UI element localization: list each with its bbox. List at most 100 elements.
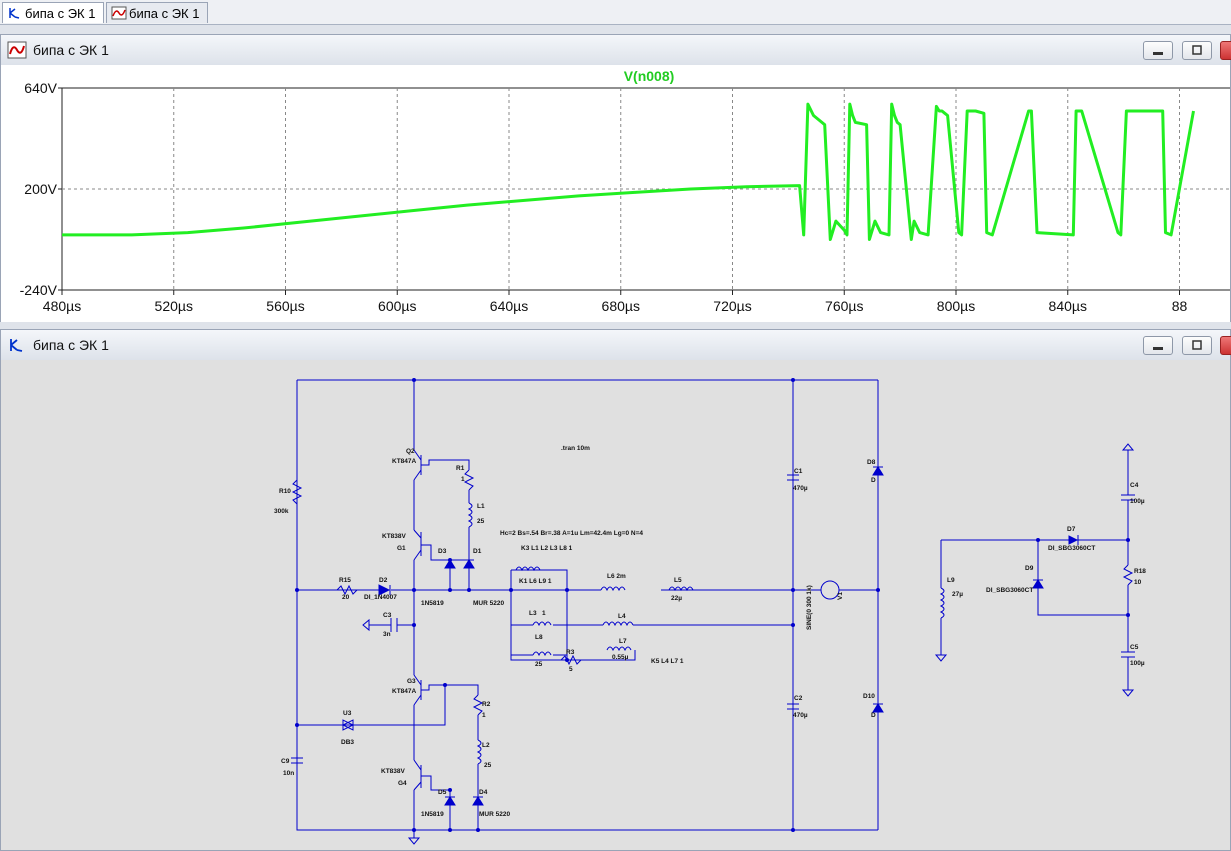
component-label[interactable]: SINE(0 300 1k) [806,585,813,630]
tab-waveform[interactable]: бипа с ЭК 1 [106,2,208,23]
close-button[interactable] [1220,336,1231,355]
component-label[interactable]: 470µ [793,485,808,492]
component-label[interactable]: G4 [398,780,407,787]
component-label[interactable]: DI_1N4007 [364,594,397,601]
schematic-diodes [341,466,1079,806]
component-label[interactable]: MUR 5220 [479,811,510,818]
tab-schematic[interactable]: бипа с ЭК 1 [2,2,104,23]
component-label[interactable]: D3 [438,548,447,555]
waveform-window-titlebar[interactable]: бипа с ЭК 1 [1,35,1231,66]
schematic-canvas[interactable]: .tran 10m Hc=2 Bs=.54 Br=.38 A=1u Lm=42.… [1,360,1230,850]
component-label[interactable]: D1 [473,548,482,555]
component-label[interactable]: C9 [281,758,290,765]
component-label[interactable]: 100µ [1130,498,1145,505]
component-label[interactable]: L8 [535,634,543,641]
document-tab-bar: бипа с ЭК 1 бипа с ЭК 1 [0,0,1231,25]
component-label[interactable]: D5 [438,789,447,796]
component-label[interactable]: V1 [837,592,844,600]
component-label[interactable]: L1 [477,503,485,510]
spice-directive-tran[interactable]: .tran 10m [561,445,590,452]
component-label[interactable]: DB3 [341,739,354,746]
component-label[interactable]: 20 [342,594,350,601]
component-label[interactable]: 1 [461,476,465,483]
component-label[interactable]: KT847A [392,688,417,695]
component-label[interactable]: K3 L1 L2 L3 L8 1 [521,545,573,552]
component-label[interactable]: KT838V [382,533,407,540]
component-label[interactable]: R3 [566,649,575,656]
component-label[interactable]: R1 [456,465,465,472]
component-label[interactable]: 10 [1134,579,1142,586]
component-label[interactable]: C5 [1130,644,1139,651]
component-label[interactable]: L2 [482,742,490,749]
component-label[interactable]: D8 [867,459,876,466]
component-label[interactable]: KT847A [392,458,417,465]
component-label[interactable]: U3 [343,710,352,717]
component-label[interactable]: L7 [619,638,627,645]
tab-label: бипа с ЭК 1 [25,6,96,21]
trace-v-n008[interactable] [62,102,1195,241]
close-button[interactable] [1220,41,1231,60]
component-label[interactable]: DI_SBG3060CT [1048,545,1095,552]
component-label[interactable]: Q2 [406,448,415,455]
component-label[interactable]: R2 [482,701,491,708]
component-label[interactable]: 1 [542,610,546,617]
component-label[interactable]: C4 [1130,482,1139,489]
restore-button[interactable] [1182,336,1212,355]
component-label[interactable]: R15 [339,577,351,584]
schematic-wires [291,379,1135,838]
component-label[interactable]: 5 [569,666,573,673]
component-label[interactable]: G3 [407,678,416,685]
trace-title[interactable]: V(n008) [624,68,675,84]
component-label[interactable]: 0.55µ [612,654,629,661]
restore-button[interactable] [1182,41,1212,60]
component-label[interactable]: 300k [274,508,289,515]
component-label[interactable]: L3 [529,610,537,617]
component-label[interactable]: D4 [479,789,488,796]
component-label[interactable]: K5 L4 L7 1 [651,658,684,665]
x-tick-label: 760µs [825,298,863,314]
restore-icon [1192,340,1202,350]
component-label[interactable]: 1 [482,712,486,719]
component-label[interactable]: 1N5819 [421,811,444,818]
component-label[interactable]: 1N5819 [421,600,444,607]
component-label[interactable]: L6 2m [607,573,626,580]
minimize-button[interactable] [1143,41,1173,60]
component-label[interactable]: R10 [279,488,291,495]
component-label[interactable]: 470µ [793,712,808,719]
component-label[interactable]: 100µ [1130,660,1145,667]
component-label[interactable]: D9 [1025,565,1034,572]
component-label[interactable]: D10 [863,693,875,700]
component-label[interactable]: L5 [674,577,682,584]
component-label[interactable]: C3 [383,612,392,619]
x-tick-label: 640µs [490,298,528,314]
component-label[interactable]: G1 [397,545,406,552]
component-label[interactable]: 25 [484,762,492,769]
window-title: бипа с ЭК 1 [33,337,109,353]
schematic-labels: .tran 10m Hc=2 Bs=.54 Br=.38 A=1u Lm=42.… [274,445,1146,818]
component-label[interactable]: L4 [618,613,626,620]
component-label[interactable]: DI_SBG3060CT [986,587,1033,594]
component-label[interactable]: D2 [379,577,388,584]
component-label[interactable]: 27µ [952,591,963,598]
component-label[interactable]: MUR 5220 [473,600,504,607]
component-label[interactable]: 25 [535,661,543,668]
component-label[interactable]: 10n [283,770,294,777]
component-label[interactable]: R18 [1134,568,1146,575]
component-label[interactable]: C1 [794,468,803,475]
close-icon [1221,337,1231,354]
schematic-window-titlebar[interactable]: бипа с ЭК 1 [1,330,1231,361]
component-label[interactable]: 3n [383,631,391,638]
component-label[interactable]: C2 [794,695,803,702]
component-label[interactable]: KT838V [381,768,406,775]
component-label[interactable]: L9 [947,577,955,584]
component-label[interactable]: D7 [1067,526,1076,533]
component-label[interactable]: D [871,712,876,719]
spice-directive-core[interactable]: Hc=2 Bs=.54 Br=.38 A=1u Lm=42.4m Lg=0 N=… [500,530,643,537]
minimize-button[interactable] [1143,336,1173,355]
component-label[interactable]: K1 L6 L9 1 [519,578,552,585]
component-label[interactable]: 22µ [671,595,682,602]
component-label[interactable]: D [871,477,876,484]
x-tick-label: 560µs [266,298,304,314]
component-label[interactable]: 25 [477,518,485,525]
